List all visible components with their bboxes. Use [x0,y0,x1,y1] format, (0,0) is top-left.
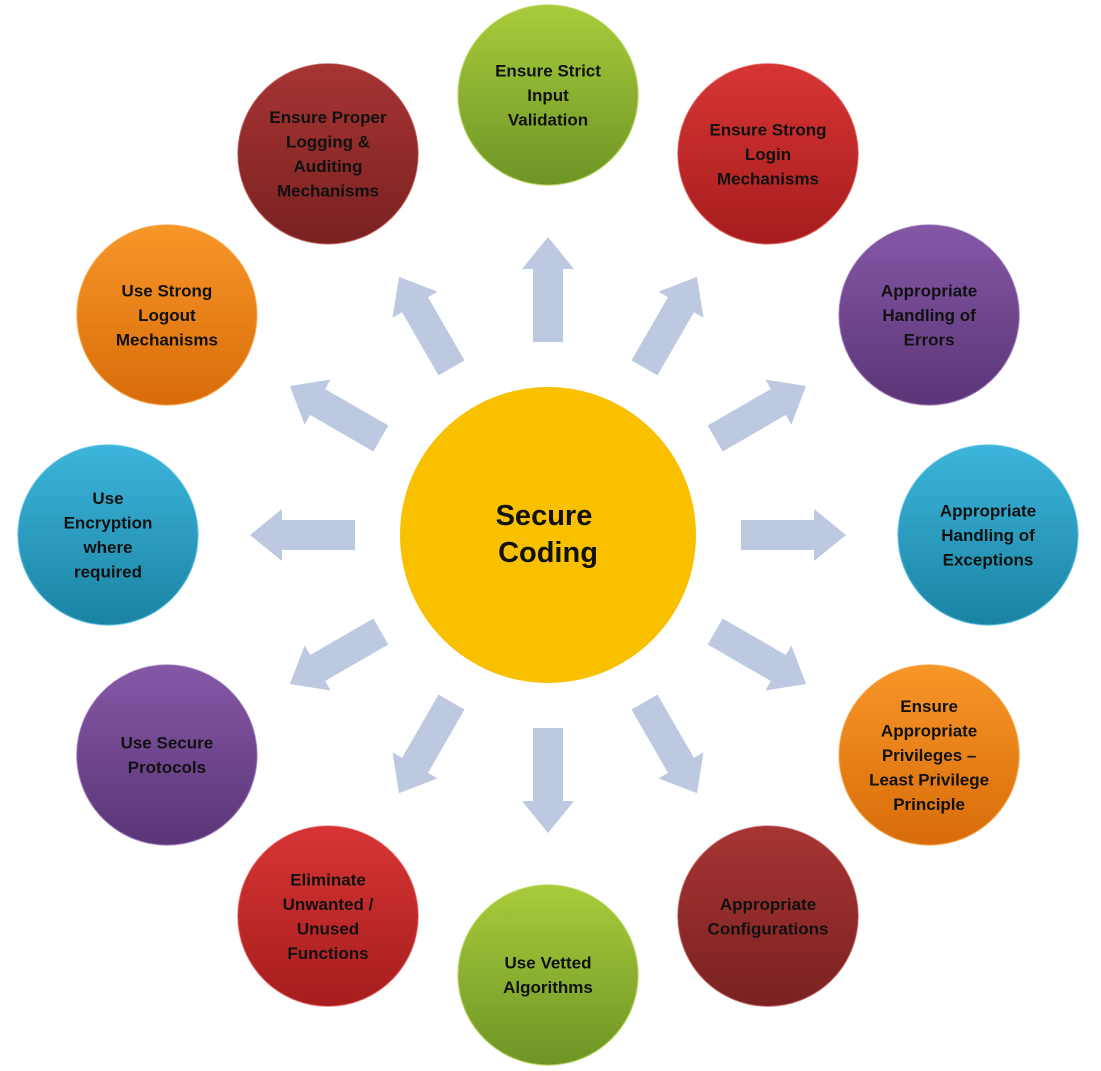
center-node: Secure Coding [400,387,696,683]
node-label-line: Algorithms [503,978,593,997]
node-label-line: Ensure [900,697,958,716]
node-label-line: Logout [138,306,196,325]
node-circle-eliminate-functions [237,825,419,1007]
center-label-line-1: Secure [496,500,593,532]
node-circle-secure-protocols [76,664,258,846]
node-label-line: Auditing [294,157,363,176]
arrow-to-least-privilege [707,618,807,691]
node-label-line: Validation [508,111,588,130]
node-label-line: Handling of [941,526,1035,545]
node-label-line: Appropriate [720,895,816,914]
arrow-to-login-mechanisms [631,276,704,376]
arrow-to-secure-protocols [289,618,389,691]
arrow-to-vetted-algorithms [522,728,574,833]
node-label-line: required [74,563,142,582]
node-label-line: Use Vetted [505,954,592,973]
node-circle-handling-exceptions [897,444,1079,626]
arrow-to-configurations [631,694,704,794]
node-label-line: Configurations [708,919,829,938]
node-label-line: Privileges – [882,746,977,765]
node-label-line: Use Secure [121,734,214,753]
node-label-line: Encryption [64,514,153,533]
node-label-line: Handling of [882,306,976,325]
node-label-line: Use Strong [122,282,213,301]
node-label-line: Ensure Strict [495,62,601,81]
node-label-line: Appropriate [881,282,977,301]
node-label-line: Eliminate [290,870,366,889]
center-circle [400,387,696,683]
arrow-to-logout-mechanisms [289,379,389,452]
node-label-line: Mechanisms [116,331,218,350]
node-label-line: Ensure Strong [709,120,826,139]
node-label-line: where [82,538,132,557]
node-label-line: Login [745,145,791,164]
node-circle-configurations [677,825,859,1007]
node-label-line: Appropriate [940,502,1036,521]
arrow-to-handling-errors [707,379,807,452]
node-label-line: Ensure Proper [269,108,387,127]
node-label-line: Protocols [128,758,206,777]
node-label-line: Mechanisms [717,169,819,188]
node-label-line: Appropriate [881,722,977,741]
node-label-line: Use [92,489,123,508]
node-label-line: Unused [297,919,359,938]
node-label-line: Mechanisms [277,182,379,201]
node-label-line: Functions [287,944,368,963]
node-circle-input-validation [457,4,639,186]
node-circle-handling-errors [838,224,1020,406]
node-label-line: Input [527,86,569,105]
node-label-line: Least Privilege [869,771,989,790]
node-label-line: Logging & [286,133,370,152]
arrows-group [250,237,846,833]
node-label-line: Exceptions [943,551,1034,570]
node-label-line: Principle [893,795,965,814]
arrow-to-logging-auditing [392,276,465,376]
arrow-to-eliminate-functions [392,694,465,794]
arrow-to-handling-exceptions [741,509,846,561]
arrow-to-input-validation [522,237,574,342]
center-label-line-2: Coding [498,537,598,569]
arrow-to-encryption [250,509,355,561]
node-circle-vetted-algorithms [457,884,639,1066]
node-circle-logout-mechanisms [76,224,258,406]
node-circle-logging-auditing [237,63,419,245]
node-label-line: Unwanted / [283,895,374,914]
center-label: Secure Coding [496,500,601,569]
node-label-line: Errors [904,331,955,350]
node-circle-encryption [17,444,199,626]
node-circle-least-privilege [838,664,1020,846]
node-circle-login-mechanisms [677,63,859,245]
